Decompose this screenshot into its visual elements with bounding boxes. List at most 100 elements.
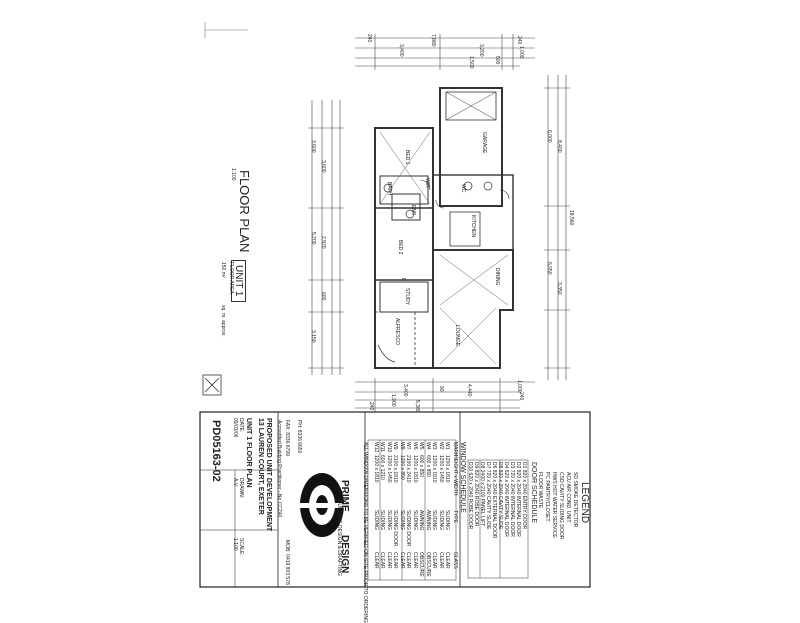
room-l: L (400, 278, 406, 281)
room-kitchen: KITCHEN (470, 215, 476, 237)
window-row-7-col-0: W8 (398, 442, 405, 450)
room-garage: GARAGE (481, 132, 487, 154)
window-row-1-col-3: CLEAR (437, 552, 444, 569)
window-row-3-col-2: AWNING (424, 510, 431, 531)
dim-top-left: 3,400 (398, 44, 404, 57)
window-row-3-col-1: 600 x 850 (424, 455, 431, 477)
dim-side-c: 6,050 (546, 262, 552, 275)
living-walls (432, 249, 514, 369)
dim-bottom-left: 3,400 (402, 384, 408, 397)
door-row-4: D5 820 x 2040 CAVITY SLIDE (497, 462, 503, 530)
room-study: STUDY (404, 288, 410, 305)
floor-area-label: FLOOR AREA (228, 262, 234, 294)
tb-drawing-number: PD05163-02 (210, 420, 222, 482)
window-row-6-col-2: SLIDING DOOR (405, 510, 411, 547)
tb-date-label: DATE: (238, 418, 244, 433)
window-row-8-col-0: W9 (392, 442, 398, 450)
dim-top-overall: 7,880 (430, 34, 436, 47)
window-row-2-col-3: CLEAR (431, 552, 437, 569)
door-row-8: D9 820 x 2040 ROBE DOOR (473, 462, 479, 527)
window-row-0-col-3: CLEAR (444, 552, 450, 569)
window-row-6-col-3: CLEAR (405, 552, 411, 569)
window-row-0-col-2: SLIDING (444, 510, 450, 531)
dimension-lines (311, 37, 567, 409)
dim-top-right: 1,000 (518, 46, 524, 59)
window-row-3-col-3: OBSCURE (424, 552, 431, 577)
dim-side-d: 3,350 (556, 282, 562, 295)
window-row-2-col-0: W3 (431, 442, 437, 450)
tb-sheet-title: UNIT 1 FLOOR PLAN (245, 418, 252, 488)
room-wir: WIR (424, 178, 430, 188)
door-schedule-title: DOOR SCHEDULE (530, 462, 537, 524)
tb-drawn: A.V. (232, 478, 238, 487)
dim-bottom-240-b: 240 (518, 392, 524, 401)
window-row-5-col-2: SLIDING (411, 510, 418, 531)
title-block-frame (199, 411, 591, 588)
legend-item-1: ACU AIR COND. UNIT (565, 472, 571, 523)
window-row-7-col-2: SLIDING (398, 510, 405, 531)
legend-item-4: PC PANTRY/CLOSET (544, 472, 550, 522)
dim-top-mid: 3,200 (478, 44, 484, 57)
window-schedule-grid (367, 439, 457, 581)
window-row-8-col-3: CLEAR (392, 552, 398, 569)
dim-left-f: 3,150 (310, 330, 316, 343)
legend-title: LEGEND (579, 482, 590, 524)
window-row-9-col-1: 1200 x 1450 (385, 455, 392, 483)
legend-item-5: FLOOR WASTE (537, 472, 543, 509)
dim-left-c: 5,200 (310, 232, 316, 245)
floor-area-value: 150 m² (220, 262, 226, 278)
company-tagline: BUILDING DESIGN & DRAFTING (336, 500, 342, 576)
floor-plan-title: FLOOR PLAN (237, 170, 252, 253)
legend-item-2: CSD CAVITY SLIDING DOOR (558, 472, 564, 540)
garage-door (445, 91, 497, 121)
window-row-2-col-1: 1200 x 1810 (431, 455, 437, 483)
room-bed-2: BED 2 (397, 240, 403, 255)
room-ens: ENS (410, 205, 416, 216)
window-row-4-col-2: AWNING (418, 510, 424, 531)
window-row-11-col-3: CLEAR (372, 552, 379, 569)
room-bed-1: BED 1 (404, 150, 410, 165)
tb-address: 13 LAUREN COURT, EXETER (257, 418, 264, 515)
door-row-3: D4 620 x 2040 INTERNAL DOOR (503, 462, 509, 537)
company-mob: MOB: 0419 803 578 (284, 540, 290, 585)
floor-plan-scale: 1:100 (230, 168, 236, 181)
window-header-type: TYPE (452, 510, 458, 524)
window-row-10-col-3: CLEAR (379, 552, 385, 569)
window-row-11-col-0: W12 (372, 442, 379, 453)
dim-bottom-right: 1,000 (516, 380, 522, 393)
door-row-9: D10 620 x 2040 ROBE DOOR (467, 462, 473, 530)
window-row-4-col-3: OBSCURE (418, 552, 424, 577)
window-row-1-col-0: W2 (437, 442, 444, 450)
dim-bottom-1900: 1,900 (390, 394, 396, 407)
dim-side-total: 18,560 (568, 210, 574, 226)
tb-project: PROPOSED UNIT DEVELOPMENT (265, 418, 272, 532)
dimension-ticks (308, 34, 570, 412)
window-row-2-col-2: SLIDING (431, 510, 437, 531)
dim-bottom-overall: 5,380 (414, 400, 420, 413)
tb-scale: 1:100 (232, 538, 238, 551)
window-row-5-col-1: 1200 x 1810 (411, 455, 418, 483)
window-row-11-col-1: 1200 x 1810 (372, 455, 379, 483)
plan-svg (199, 22, 591, 588)
window-row-9-col-0: W10 (385, 442, 392, 453)
window-header-size: HEIGHT x WIDTH (452, 455, 458, 496)
dim-left-d: 2,820 (320, 236, 326, 249)
north-sketch (202, 374, 222, 396)
legend-item-3: HWS HOT WATER SERVICE (551, 472, 557, 538)
dim-side-b: 8,400 (556, 140, 562, 153)
garage-walls (439, 87, 503, 207)
dim-top-500: 500 (494, 56, 500, 65)
window-row-10-col-0: W11 (379, 442, 385, 452)
company-fax: FAX: 8336 6799 (284, 420, 290, 456)
door-schedule-grid (467, 459, 529, 579)
window-row-6-col-1: 2100 x 2410 (405, 455, 411, 483)
window-row-4-col-1: 600 x 850 (418, 455, 424, 477)
dim-side-a: 6,000 (546, 130, 552, 143)
prime-design-logo (298, 473, 346, 537)
door-row-7: D8 2400 x 2100 PANEL LIFT (479, 462, 485, 527)
room-lounge: LOUNGE (454, 325, 460, 347)
window-row-0-col-1: 1200 x 1810 (444, 455, 450, 483)
room-dining: DINING (494, 268, 500, 286)
legend-item-0: SD SMOKE DETECTOR (572, 472, 578, 528)
company-accreditation: Accredited Building Practitioner - No CC… (276, 420, 282, 518)
